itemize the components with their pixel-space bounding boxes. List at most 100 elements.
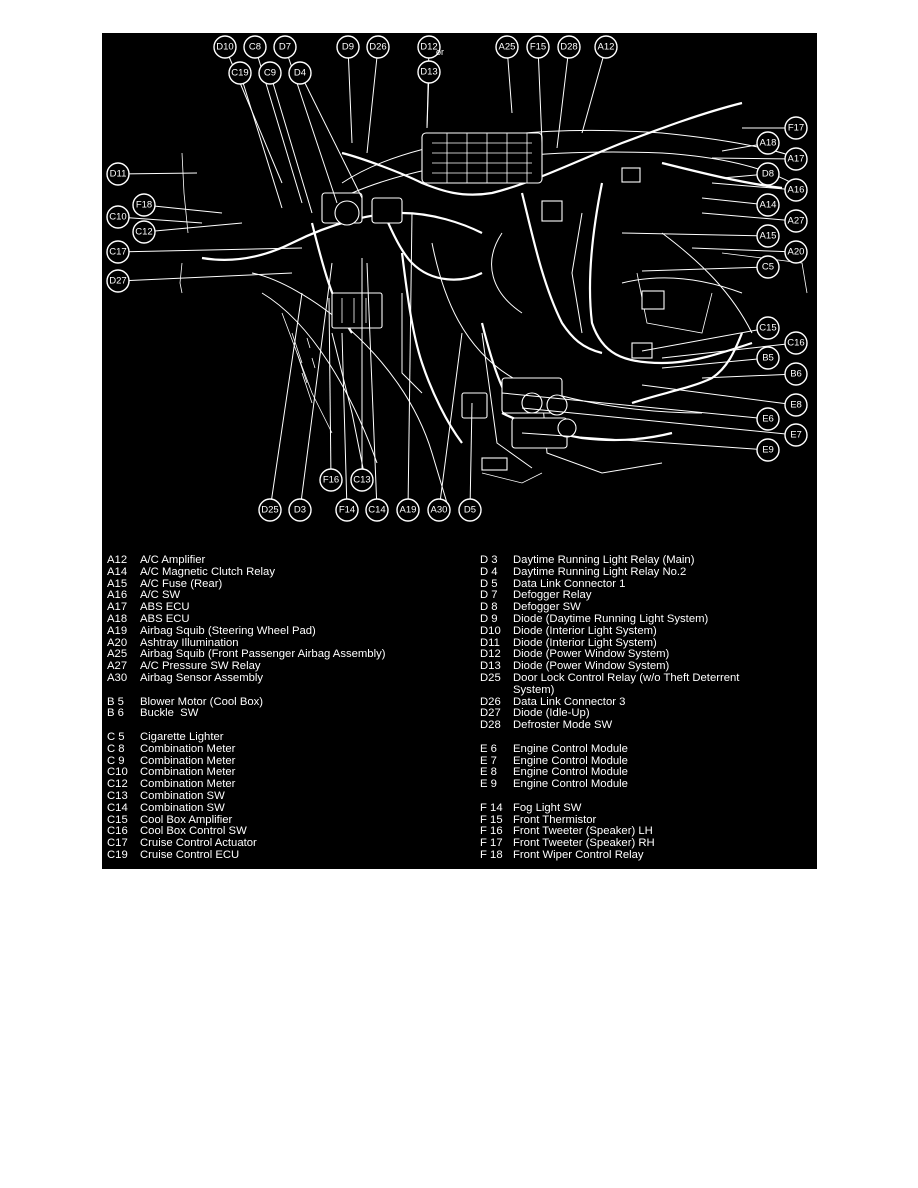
callout-label: C16 [787,338,804,349]
legend-code: A19 [107,624,128,637]
callout-circle [784,240,808,264]
leader-line-e7 [521,407,797,436]
legend-component-name: Cool Box Control SW [140,825,247,838]
leader-line-d9 [347,46,353,144]
legend-component-name: Diode (Daytime Running Light System) [513,613,709,625]
legend-component-name: Door Lock Control Relay (w/o Theft Deter… [513,672,740,684]
legend-code: A30 [107,672,128,684]
legend-code: D10 [480,624,501,637]
callout-circle [228,61,252,85]
callout-label: A30 [431,505,448,516]
callout-circle [784,393,808,417]
leader-line-a30 [438,332,463,511]
legend-component-name: A/C Fuse (Rear) [140,577,223,590]
legend-component-name: Data Link Connector 1 [513,577,626,590]
callout-d26: D26 [366,35,390,59]
callout-label: C10 [109,212,126,223]
legend-code: C 5 [107,731,125,743]
callout-label: C19 [231,68,248,79]
leader-line-c15 [641,327,769,352]
callout-label: A16 [788,185,805,196]
callout-circle [784,147,808,171]
leader-line-b6 [701,373,797,379]
leader-line-c14 [366,262,378,511]
callout-circle [336,35,360,59]
callout-circle [243,35,267,59]
callout-d9: D9 [336,35,360,59]
leader-line-a20 [691,247,797,253]
callout-label: C8 [249,42,261,53]
legend-component-name: ABS ECU [140,613,190,625]
callout-circle [213,35,237,59]
legend-code: C 8 [107,742,125,755]
legend-code: C16 [107,825,128,838]
legend-code: D13 [480,660,501,673]
callout-c12: C12 [132,220,156,244]
legend-component-name: Cool Box Amplifier [140,813,233,826]
legend-component-name: Engine Control Module [513,778,628,791]
callout-circle [335,498,359,522]
callout-d12: D12 [417,35,441,59]
legend-code: A17 [107,601,128,614]
legend-component-name: Combination Meter [140,742,236,755]
legend-component-name: Airbag Sensor Assembly [140,672,264,684]
legend-code: C 9 [107,754,125,767]
legend-component-name: Defogger SW [513,601,581,614]
legend-component-name: Diode (Interior Light System) [513,624,657,637]
legend-code: D 9 [480,613,498,625]
callout-label: A15 [760,231,777,242]
legend-entry: D10 Diode (Interior Light System) [480,625,657,637]
callout-label: C5 [762,262,774,273]
callout-a19: A19 [396,498,420,522]
legend-component-name: Combination Meter [140,766,236,779]
callout-b6: B6 [784,362,808,386]
legend-component-name: Front Tweeter (Speaker) LH [513,825,653,838]
callout-a20: A20 [784,240,808,264]
legend-component-name: Front Wiper Control Relay [513,849,644,861]
leader-line-f18 [143,204,223,214]
callout-label: E7 [790,430,802,441]
legend-component-name: Daytime Running Light Relay No.2 [513,565,687,578]
callout-a27: A27 [784,209,808,233]
callout-circle [756,255,780,279]
callout-c19: C19 [228,61,252,85]
legend-code: C17 [107,837,128,850]
legend-component-name: Airbag Squib (Front Passenger Airbag Ass… [140,648,386,661]
callout-a14: A14 [756,193,780,217]
or-label: or [436,47,444,57]
callout-label: A12 [598,42,615,53]
callout-circle [288,61,312,85]
callout-label: F15 [530,42,546,53]
legend-code: E 9 [480,778,497,791]
callout-circle [784,116,808,140]
callout-label: D5 [464,505,476,516]
leader-line-a12 [581,46,607,134]
callout-label: C17 [109,247,126,258]
callout-label: D4 [294,68,306,79]
legend-component-name: Diode (Power Window System) [513,660,670,673]
leader-line-e9 [521,432,769,451]
leader-line-d3 [299,262,333,511]
callout-circle [365,498,389,522]
callout-circle [784,362,808,386]
callout-label: D26 [369,42,386,53]
legend-code: A15 [107,577,128,590]
legend-code: F 15 [480,813,503,826]
callout-label: D13 [420,67,437,78]
leader-line-d25 [269,292,303,511]
callout-circle [396,498,420,522]
callout-f17: F17 [784,116,808,140]
legend-entry: C16 Cool Box Control SW [107,825,247,837]
